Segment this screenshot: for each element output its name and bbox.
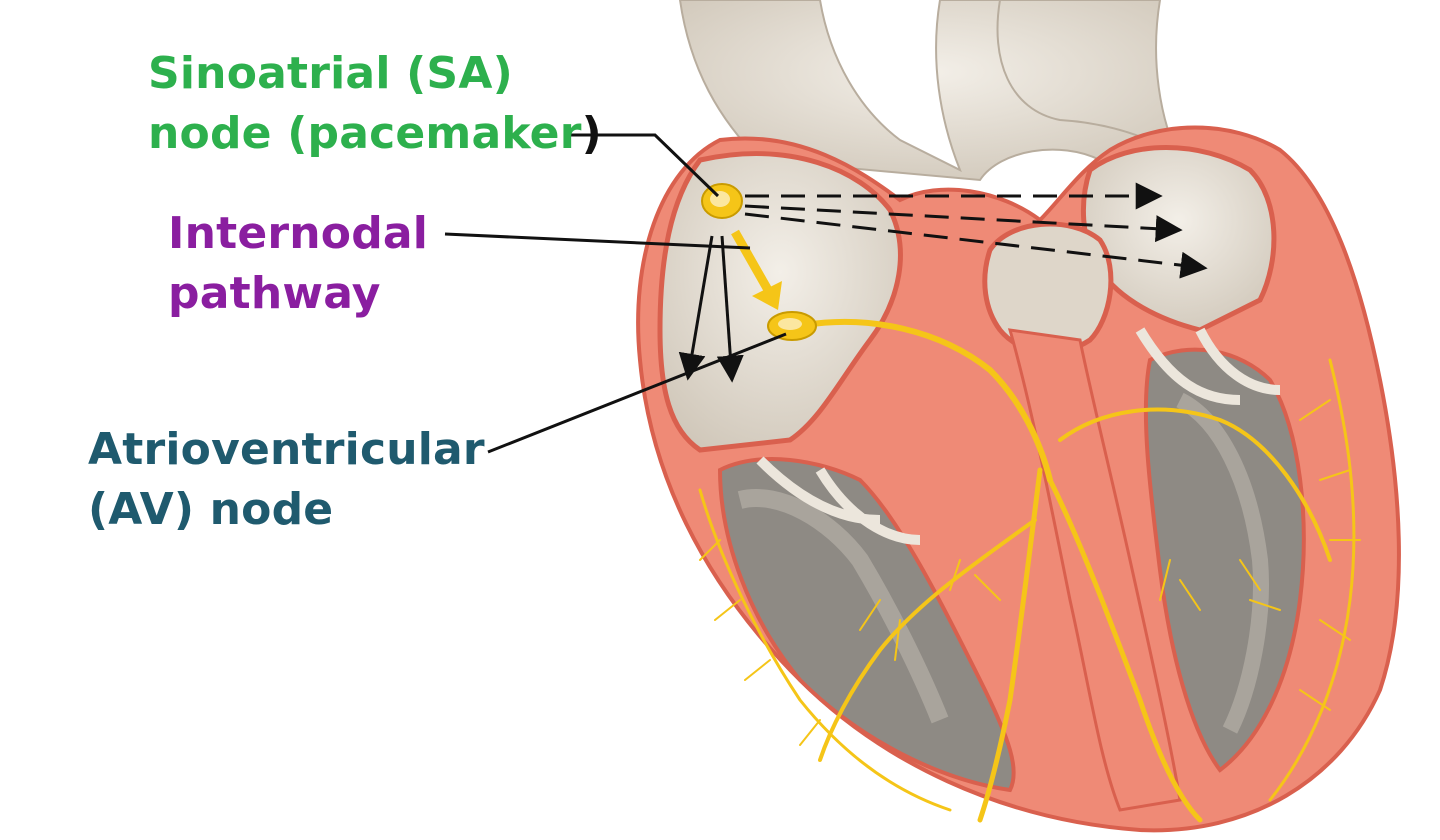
av-node-label: Atrioventricular (AV) node (88, 420, 485, 540)
sa-node-label-line2: node (pacemaker (148, 108, 582, 159)
sa-leader-line (565, 133, 720, 198)
internodal-pathway-label: Internodal pathway (168, 204, 428, 324)
av-node-icon (767, 311, 817, 341)
internodal-leader-line (444, 232, 751, 250)
internodal-label-line1: Internodal (168, 208, 429, 259)
sa-node-icon (701, 183, 743, 219)
internodal-yellow-arrow (731, 229, 782, 310)
internodal-label-line2: pathway (168, 268, 381, 319)
sa-node-label: Sinoatrial (SA) node (pacemaker) (148, 44, 602, 164)
sa-node-label-line1: Sinoatrial (SA) (148, 48, 513, 99)
sa-node-label-close-paren: ) (581, 108, 602, 159)
av-node-label-line1: Atrioventricular (88, 424, 485, 475)
aortic-root (982, 221, 1114, 355)
left-ventricle (1143, 347, 1306, 773)
leader-lines (444, 133, 787, 454)
sa-node-label-line2-wrap: node (pacemaker) (148, 104, 602, 164)
av-node-label-line2: (AV) node (88, 484, 334, 535)
mitral-valve (1135, 327, 1281, 405)
interatrial-dashed-arrows (744, 182, 1208, 279)
tricuspid-valve (756, 456, 921, 545)
conduction-system (698, 319, 1361, 823)
av-leader-line (487, 332, 787, 454)
